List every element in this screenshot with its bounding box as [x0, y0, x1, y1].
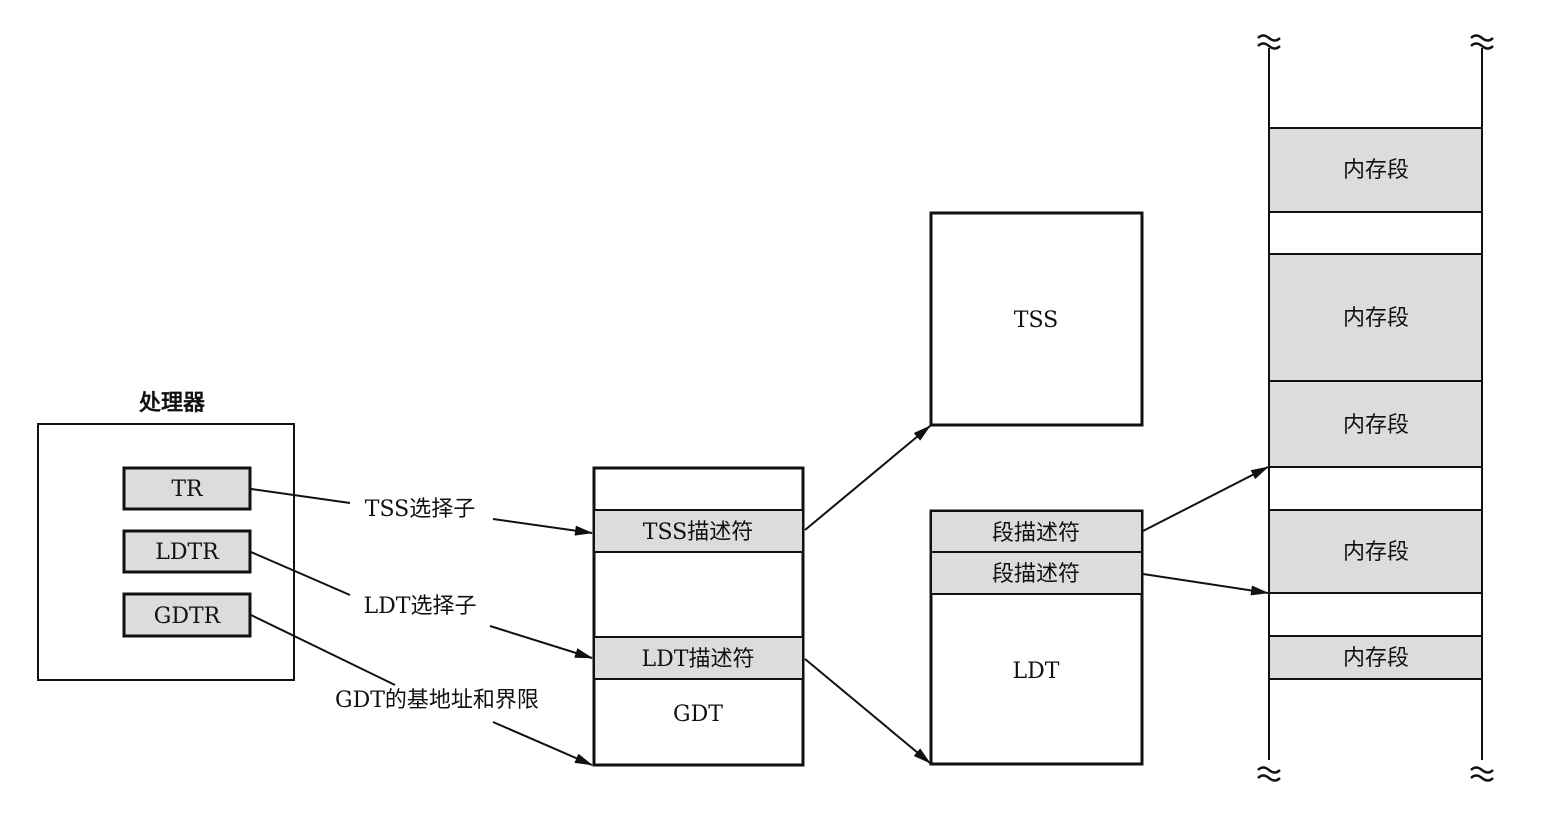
- memory-segment-5: [1268, 635, 1483, 680]
- gdt-tss-descriptor-label: TSS描述符: [643, 520, 753, 545]
- tr-to-label-line: [250, 488, 351, 504]
- tr-register-label: TR: [171, 477, 204, 502]
- ldt-segment-descriptor-1-label: 段描述符: [992, 521, 1080, 546]
- gdt-ldt-descriptor: [593, 636, 804, 680]
- memory-segment-1-label: 内存段: [1343, 158, 1409, 183]
- ldt-selector-label: LDT选择子: [364, 594, 477, 619]
- tss-descriptor-to-tss-arrow: [804, 425, 931, 531]
- memory-segment-2: [1268, 253, 1483, 382]
- ldtr-to-label-line: [250, 551, 351, 596]
- gdt-ldt-descriptor-label: LDT描述符: [642, 647, 755, 672]
- memory-segment-4-label: 内存段: [1343, 540, 1409, 565]
- memory-break-top-right-icon: [1470, 34, 1494, 50]
- memory-break-bottom-left-icon: [1257, 766, 1281, 782]
- gdt-base-limit-label: GDT的基地址和界限: [335, 688, 539, 713]
- memory-segment-1: [1268, 127, 1483, 213]
- gdt-label: GDT: [673, 702, 723, 727]
- segment-descriptor-2-arrow: [1142, 573, 1269, 596]
- memory-segment-3-label: 内存段: [1343, 413, 1409, 438]
- memory-segment-5-label: 内存段: [1343, 646, 1409, 671]
- ldt-label: LDT: [1013, 659, 1060, 684]
- ldt-descriptor-to-ldt-arrow: [804, 658, 931, 764]
- tr-register: [122, 466, 252, 511]
- memory-break-bottom-right-icon: [1470, 766, 1494, 782]
- ldt-selector-arrow: [489, 625, 593, 659]
- memory-gap-3: [1268, 592, 1483, 637]
- gdtr-register: [122, 592, 252, 638]
- memory-break-top-left-icon: [1257, 34, 1281, 50]
- tss-selector-arrow: [492, 518, 593, 536]
- ldtr-register-label: LDTR: [155, 540, 220, 565]
- ldtr-register: [122, 529, 252, 574]
- ldt-segment-descriptor-2-label: 段描述符: [992, 562, 1080, 587]
- gdt-tss-descriptor: [593, 509, 804, 553]
- tss-box: [929, 211, 1144, 427]
- gdt-base-limit-arrow: [492, 721, 593, 766]
- ldt-segment-descriptor-1: [930, 510, 1143, 553]
- memory-segment-3: [1268, 380, 1483, 468]
- gdtr-register-label: GDTR: [154, 604, 222, 629]
- memory-gap-2: [1268, 466, 1483, 511]
- segment-descriptor-1-arrow: [1142, 466, 1269, 532]
- gdtr-to-label-line: [250, 614, 396, 686]
- memory-segment-4: [1268, 509, 1483, 594]
- ldt-segment-descriptor-2: [930, 551, 1143, 595]
- processor-title: 处理器: [138, 390, 206, 416]
- tss-label: TSS: [1014, 308, 1058, 333]
- memory-segment-2-label: 内存段: [1343, 306, 1409, 331]
- memory-gap-1: [1268, 211, 1483, 255]
- tss-selector-label: TSS选择子: [365, 497, 475, 522]
